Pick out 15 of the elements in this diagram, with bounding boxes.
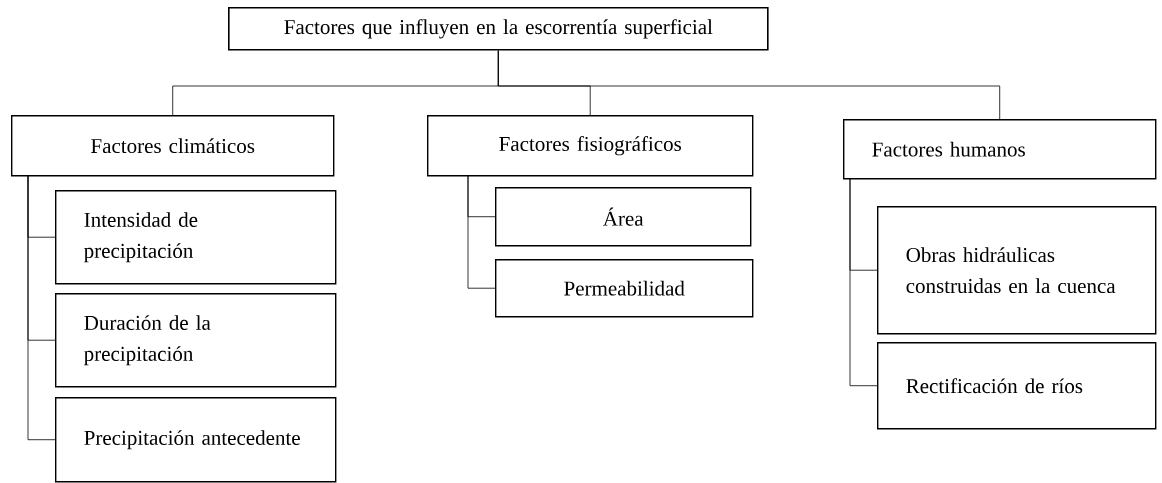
factor-box: Precipitación antecedente (55, 397, 337, 483)
factor-box: Permeabilidad (495, 259, 754, 318)
category-box: Factores fisiográficos (427, 115, 754, 177)
connector-line (27, 174, 56, 441)
factor-box: Rectificación de ríos (877, 342, 1157, 430)
connector-line (849, 177, 878, 387)
category-box: Factores humanos (843, 119, 1157, 180)
factor-box: Duración de la precipitación (55, 293, 337, 388)
factor-box: Obras hidráulicas construidas en la cuenca (877, 206, 1157, 335)
category-box: Factores climáticos (11, 115, 335, 177)
connector-line (467, 174, 496, 289)
factor-box: Intensidad de precipitación (55, 190, 337, 285)
root-box: Factores que influyen en la escorrentía superficial (228, 7, 769, 51)
factor-box: Área (495, 187, 752, 247)
connector-line (497, 50, 1001, 120)
